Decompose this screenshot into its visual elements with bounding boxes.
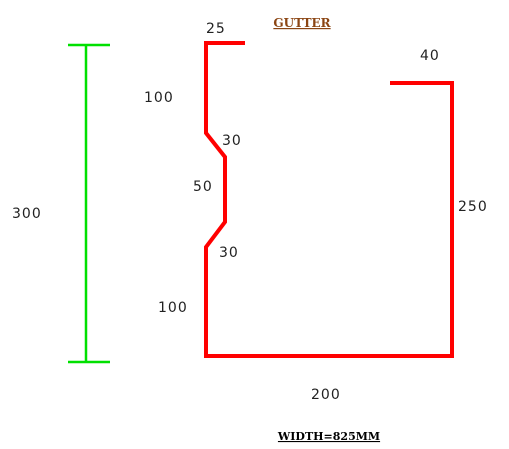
dimension-base: 200 — [311, 387, 341, 403]
dimension-top-lip: 25 — [206, 21, 226, 37]
dimension-recess: 50 — [193, 179, 213, 195]
diagram-title: GUTTER — [273, 16, 331, 30]
width-note: WIDTH=825MM — [277, 430, 380, 443]
dimension-upper-side: 100 — [144, 90, 174, 106]
dimension-upper-bend: 30 — [222, 133, 242, 149]
dimension-lower-side: 100 — [158, 300, 188, 316]
dimension-lower-bend: 30 — [219, 245, 239, 261]
height-dimension-marker — [68, 43, 110, 364]
dimension-right-side: 250 — [458, 199, 488, 215]
dimension-total-height: 300 — [12, 206, 42, 222]
dimension-right-lip: 40 — [420, 48, 440, 64]
gutter-profile — [204, 41, 454, 358]
